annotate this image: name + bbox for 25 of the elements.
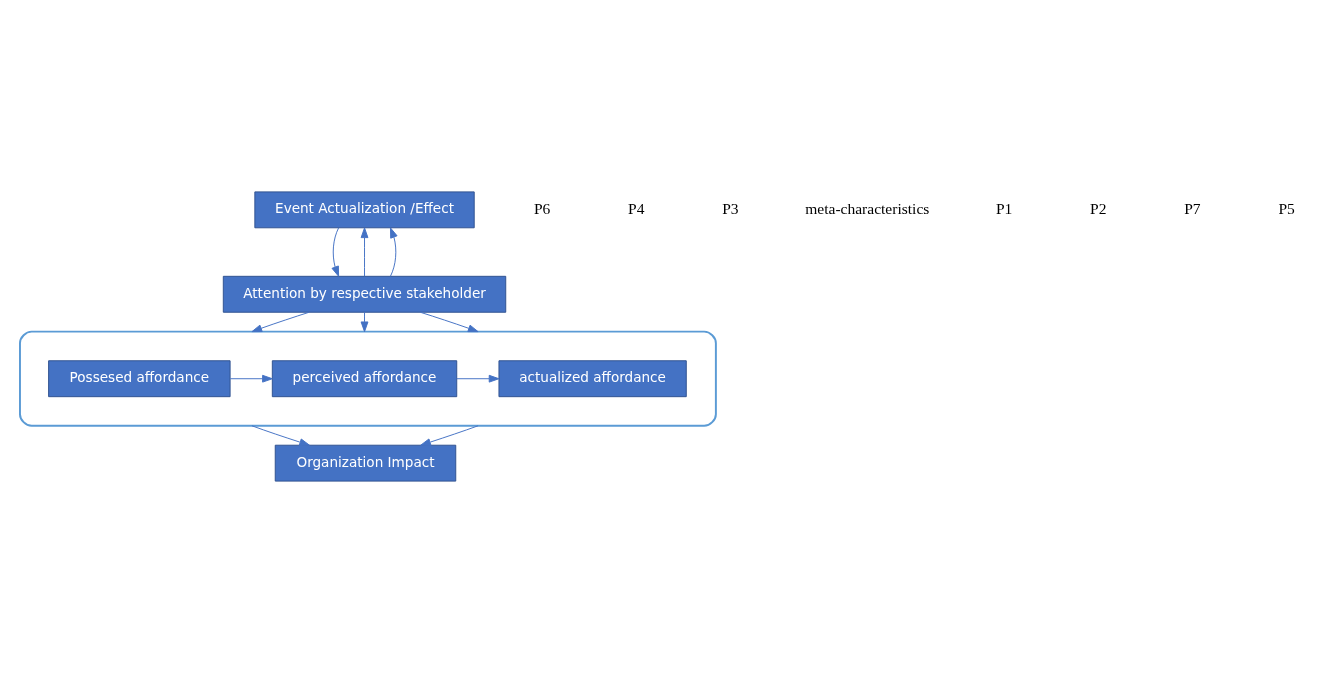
label: P2 [1090,199,1107,217]
arrow [389,227,398,277]
label: P1 [995,199,1013,217]
node-box: actualized affordance [498,360,687,398]
label: P3 [722,199,739,217]
cluster [19,330,717,427]
node-box: perceived affordance [271,360,458,398]
label: P4 [628,199,645,217]
arrow [420,311,479,333]
arrow [360,311,369,333]
label: meta-characteristics [805,199,930,217]
node-box: Event Actualization /Effect [254,191,475,229]
arrow [420,425,479,446]
arrow [251,311,310,333]
label: P6 [533,199,551,217]
node-box: Organization Impact [274,444,457,482]
label: P7 [1184,199,1201,217]
label: P5 [1278,199,1295,217]
arrow [229,374,273,383]
arrow [360,227,369,277]
arrow [251,425,310,446]
arrow [331,227,340,277]
node-box: Attention by respective stakeholder [222,275,507,313]
arrow [456,374,500,383]
node-box: Possesed affordance [48,360,231,398]
